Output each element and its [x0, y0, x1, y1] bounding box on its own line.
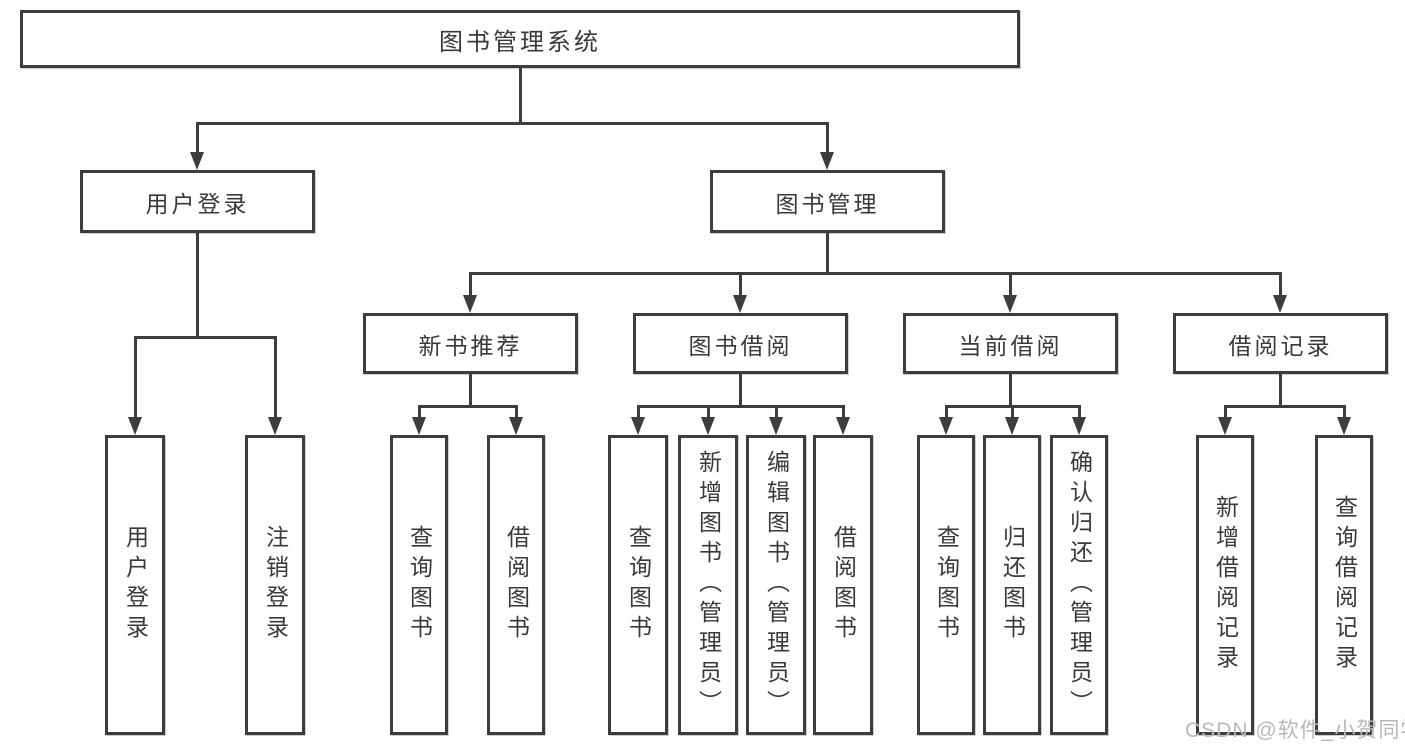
leaf-logout: 注销登录: [245, 435, 305, 735]
leaf-user-login: 用户登录: [105, 435, 165, 735]
node-label: 新书推荐: [418, 332, 523, 359]
node-label: 图书管理: [775, 190, 880, 217]
connector-root-split: [196, 122, 829, 125]
connector-drop-leaf: [515, 405, 518, 420]
connector-book-management-trunk: [826, 232, 829, 275]
leaf-query-books-borrow: 查询图书: [608, 435, 668, 735]
connector-drop-borrow-records: [1279, 272, 1282, 298]
leaf-add-books-admin: 新增图书（管理员）: [678, 435, 738, 735]
connector-user-login-trunk: [196, 232, 199, 338]
leaf-label: 确认归还（管理员）: [1066, 450, 1093, 720]
leaf-label: 编辑图书（管理员）: [763, 450, 790, 720]
connector-drop-leaf: [842, 405, 845, 420]
connector-current-borrow-trunk: [1009, 372, 1012, 408]
leaf-label: 查询图书: [933, 525, 960, 645]
arrow-down-icon: [939, 417, 953, 435]
arrow-down-icon: [1218, 417, 1232, 435]
connector-drop-leaf: [637, 405, 640, 420]
arrow-down-icon: [769, 417, 783, 435]
csdn-watermark: CSDN @软件_小贺同学: [1185, 719, 1405, 742]
leaf-borrow-books-recommend: 借阅图书: [487, 435, 545, 735]
connector-drop-leaf: [418, 405, 421, 420]
connector-drop-leaf: [707, 405, 710, 420]
connector-user-login-split: [134, 336, 277, 339]
connector-borrow-records-trunk: [1279, 372, 1282, 408]
leaf-label: 注销登录: [262, 525, 289, 645]
leaf-label: 查询图书: [406, 525, 433, 645]
node-user-login: 用户登录: [80, 170, 315, 233]
connector-new-book-split: [418, 405, 518, 408]
connector-drop-logout-leaf: [274, 336, 277, 420]
connector-book-borrow-trunk: [739, 372, 742, 408]
connector-drop-leaf: [1011, 405, 1014, 420]
arrow-down-icon: [631, 417, 645, 435]
leaf-label: 借阅图书: [830, 525, 857, 645]
node-label: 当前借阅: [958, 332, 1063, 359]
node-label: 图书借阅: [688, 332, 793, 359]
arrow-down-icon: [268, 417, 282, 435]
arrow-down-icon: [463, 295, 477, 313]
node-label: 用户登录: [145, 190, 250, 217]
leaf-label: 新增图书（管理员）: [695, 450, 722, 720]
arrow-down-icon: [128, 417, 142, 435]
connector-book-management-split: [469, 272, 1282, 275]
leaf-add-borrow-record: 新增借阅记录: [1196, 435, 1254, 735]
arrow-down-icon: [1273, 295, 1287, 313]
connector-drop-book-borrow: [739, 272, 742, 298]
arrow-down-icon: [509, 417, 523, 435]
leaf-label: 查询借阅记录: [1331, 495, 1358, 675]
connector-new-book-trunk: [469, 372, 472, 408]
node-book-management: 图书管理: [710, 170, 945, 233]
arrow-down-icon: [1072, 417, 1086, 435]
connector-drop-login-leaf: [134, 336, 137, 420]
leaf-label: 查询图书: [625, 525, 652, 645]
node-library-management-system: 图书管理系统: [20, 10, 1020, 68]
leaf-borrow-books: 借阅图书: [813, 435, 873, 735]
arrow-down-icon: [412, 417, 426, 435]
connector-drop-leaf: [945, 405, 948, 420]
leaf-label: 归还图书: [999, 525, 1026, 645]
arrow-down-icon: [701, 417, 715, 435]
arrow-down-icon: [1005, 417, 1019, 435]
connector-drop-current-borrow: [1009, 272, 1012, 298]
node-label: 借阅记录: [1228, 332, 1333, 359]
node-new-book-recommend: 新书推荐: [363, 313, 578, 374]
node-label: 图书管理系统: [439, 28, 601, 56]
connector-drop-new-book: [469, 272, 472, 298]
node-borrowing-records: 借阅记录: [1173, 313, 1388, 374]
connector-borrow-records-split: [1224, 405, 1346, 408]
arrow-down-icon: [820, 152, 834, 170]
connector-book-borrow-split: [637, 405, 845, 408]
connector-root-trunk: [519, 66, 522, 122]
arrow-down-icon: [190, 152, 204, 170]
connector-drop-leaf: [1078, 405, 1081, 420]
leaf-label: 借阅图书: [503, 525, 530, 645]
leaf-query-books-current: 查询图书: [917, 435, 975, 735]
leaf-label: 用户登录: [122, 525, 149, 645]
connector-drop-user-login: [196, 122, 199, 155]
connector-drop-leaf: [1343, 405, 1346, 420]
leaf-query-books-recommend: 查询图书: [390, 435, 448, 735]
arrow-down-icon: [836, 417, 850, 435]
leaf-query-borrow-record: 查询借阅记录: [1315, 435, 1373, 735]
arrow-down-icon: [733, 295, 747, 313]
node-book-borrowing: 图书借阅: [633, 313, 848, 374]
leaf-label: 新增借阅记录: [1212, 495, 1239, 675]
node-current-borrowing: 当前借阅: [903, 313, 1118, 374]
connector-drop-leaf: [1224, 405, 1227, 420]
leaf-return-books: 归还图书: [983, 435, 1041, 735]
arrow-down-icon: [1003, 295, 1017, 313]
leaf-edit-books-admin: 编辑图书（管理员）: [746, 435, 806, 735]
connector-drop-book-management: [826, 122, 829, 155]
connector-drop-leaf: [775, 405, 778, 420]
leaf-confirm-return-admin: 确认归还（管理员）: [1050, 435, 1108, 735]
arrow-down-icon: [1337, 417, 1351, 435]
